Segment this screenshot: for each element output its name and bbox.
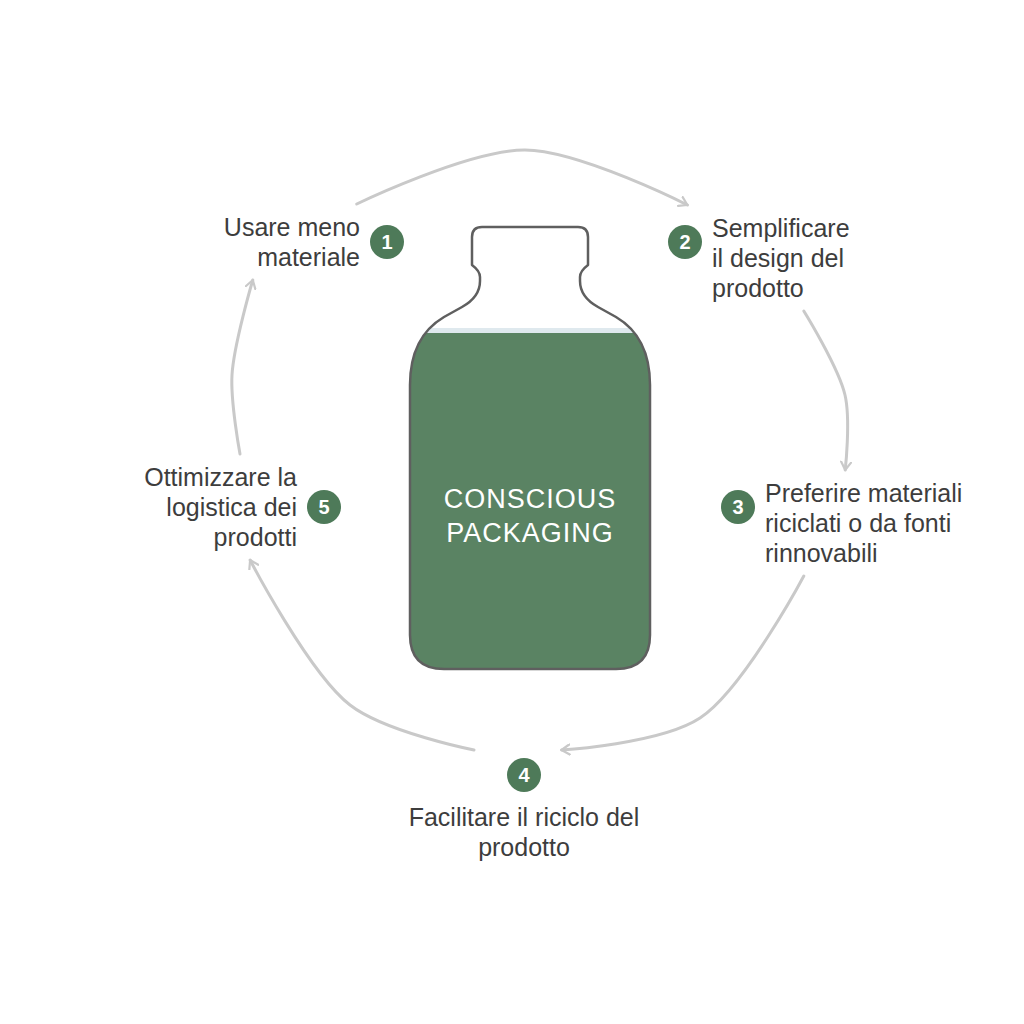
liquid-surface	[408, 328, 652, 333]
step-node: 5 Ottimizzare la logistica dei prodotti	[139, 462, 341, 552]
bottle-outline	[408, 225, 652, 671]
step-node: 4Facilitare il riciclo del prodotto	[399, 758, 649, 862]
callout-number: 1	[370, 225, 404, 259]
bottle-title: CONSCIOUS PACKAGING	[430, 482, 630, 550]
callout-number: 2	[668, 225, 702, 259]
step-node: 1 Usare meno materiale	[215, 212, 404, 272]
step-label: Facilitare il riciclo del prodotto	[399, 802, 649, 862]
step-label: Ottimizzare la logistica dei prodotti	[139, 462, 297, 552]
cycle-arrow	[232, 280, 253, 454]
callout-number: 3	[721, 490, 755, 524]
step-label: Semplificare il design del prodotto	[712, 213, 862, 303]
callout-number: 4	[507, 758, 541, 792]
step-label: Preferire materiali riciclati o da fonti…	[765, 478, 997, 568]
cycle-arrow	[357, 150, 688, 205]
step-node: 2 Semplificare il design del prodotto	[668, 213, 862, 303]
step-label: Usare meno materiale	[215, 212, 360, 272]
step-node: 3 Preferire materiali riciclati o da font…	[721, 478, 997, 568]
callout-number: 5	[307, 490, 341, 524]
bottle-node: CONSCIOUS PACKAGING	[408, 225, 652, 671]
cycle-arrow	[804, 311, 848, 470]
bottle-liquid	[408, 331, 652, 671]
bottle-outline-stroke	[410, 227, 650, 669]
